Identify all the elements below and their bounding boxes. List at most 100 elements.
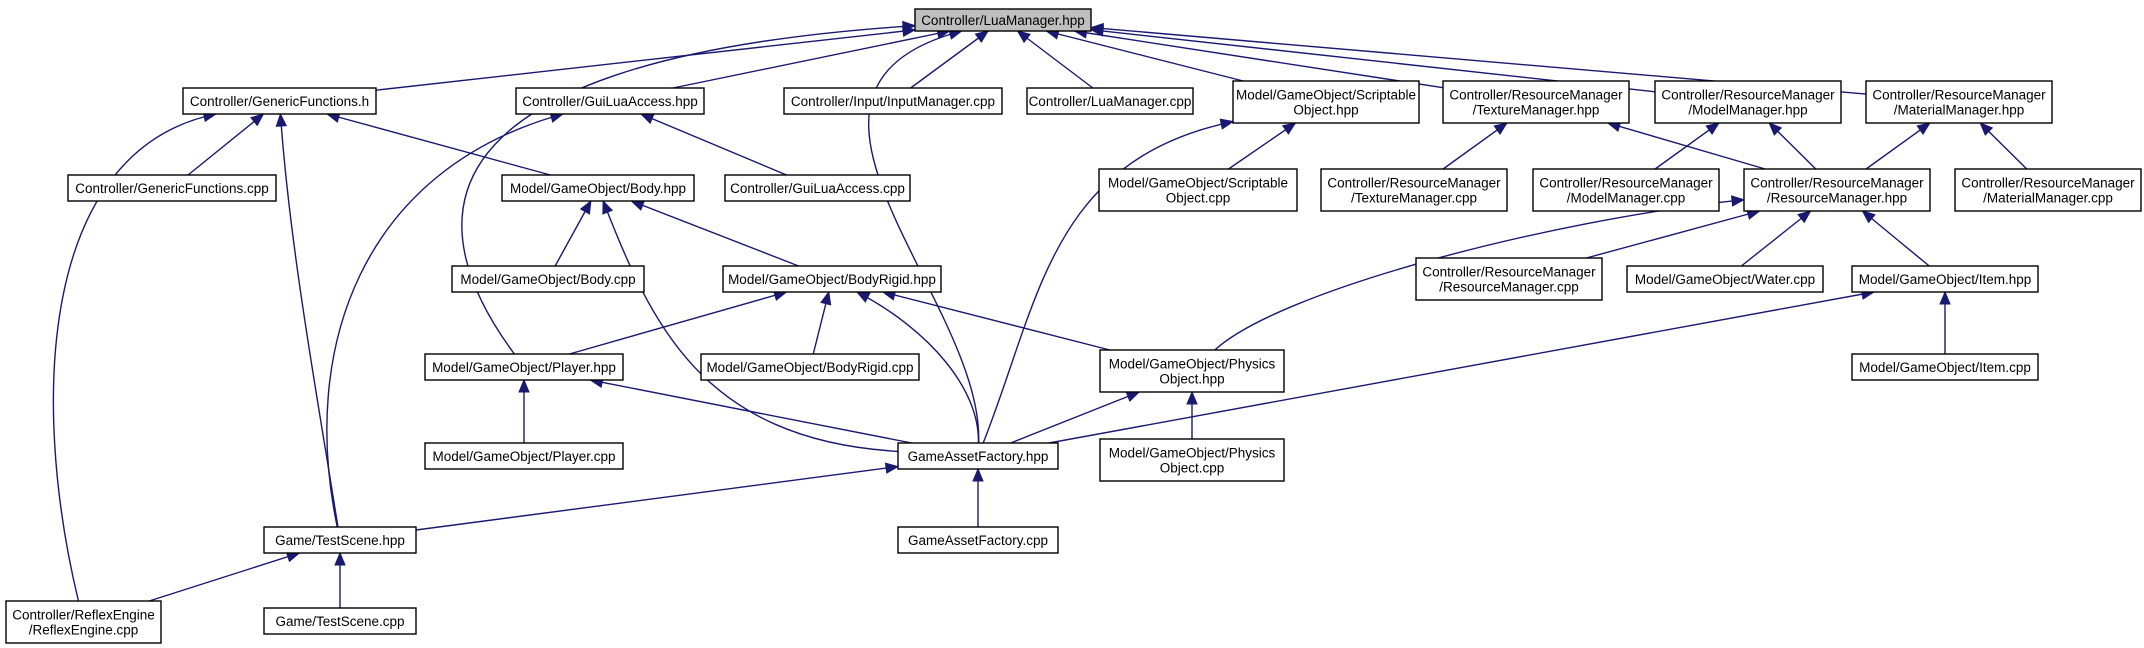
node-lua-hpp[interactable]: Controller/LuaManager.hpp <box>914 8 1092 32</box>
node-factory-hpp[interactable]: GameAssetFactory.hpp <box>897 442 1059 470</box>
node-resource-hpp[interactable]: Controller/ResourceManager/ResourceManag… <box>1743 168 1931 212</box>
arrowhead-texture_cpp-to-texture_hpp <box>1493 122 1508 135</box>
node-label: /ModelManager.hpp <box>1688 103 1807 118</box>
edge-resource_cpp-to-resource_hpp <box>1586 210 1760 259</box>
node-box <box>1532 168 1720 212</box>
node-label: Controller/ResourceManager <box>1961 176 2135 191</box>
arrowhead-water_cpp-to-resource_hpp <box>1797 210 1812 224</box>
node-box <box>263 526 417 554</box>
arrowhead-material_cpp-to-material_hpp <box>1979 122 1994 136</box>
node-factory-cpp[interactable]: GameAssetFactory.cpp <box>897 526 1059 554</box>
node-item-hpp[interactable]: Model/GameObject/Item.hpp <box>1851 265 2039 293</box>
node-label: Controller/GuiLuaAccess.cpp <box>730 181 905 196</box>
node-testscene-hpp[interactable]: Game/TestScene.hpp <box>263 526 417 554</box>
node-label: Model/GameObject/Physics <box>1109 446 1276 461</box>
node-player-hpp[interactable]: Model/GameObject/Player.hpp <box>424 353 624 381</box>
node-resource-cpp[interactable]: Controller/ResourceManager/ResourceManag… <box>1415 257 1603 301</box>
edge-factory_hpp-to-body_hpp <box>602 200 899 453</box>
arrowhead-bodyrigid_hpp-to-body_hpp <box>630 200 646 211</box>
node-bodyrigid-cpp[interactable]: Model/GameObject/BodyRigid.cpp <box>700 353 920 381</box>
node-box <box>182 87 377 115</box>
node-generic-h[interactable]: Controller/GenericFunctions.h <box>182 87 377 115</box>
node-box <box>1098 168 1298 212</box>
edge-generic_cpp-to-generic_h <box>187 113 264 176</box>
node-body-cpp[interactable]: Model/GameObject/Body.cpp <box>451 265 645 293</box>
node-label: Model/GameObject/Scriptable <box>1236 88 1416 103</box>
node-label: /MaterialManager.cpp <box>1983 191 2113 206</box>
node-label: Controller/LuaManager.cpp <box>1029 94 1192 109</box>
arrowhead-model_cpp-to-model_hpp <box>1705 122 1720 135</box>
node-model-hpp[interactable]: Controller/ResourceManager/ModelManager.… <box>1654 80 1842 124</box>
node-box <box>1026 87 1194 115</box>
node-label: Controller/ResourceManager <box>1661 88 1835 103</box>
node-box <box>1865 80 2053 124</box>
node-label: Model/GameObject/BodyRigid.cpp <box>706 360 913 375</box>
edge-item_hpp-to-resource_hpp <box>1862 210 1930 267</box>
arrowhead-physics_hpp-to-resource_hpp <box>1730 195 1746 207</box>
node-gui-hpp[interactable]: Controller/GuiLuaAccess.hpp <box>515 87 705 115</box>
arrowhead-input_cpp-to-lua_hpp <box>974 30 990 44</box>
node-box <box>451 265 645 293</box>
node-body-hpp[interactable]: Model/GameObject/Body.hpp <box>501 174 695 202</box>
edge-factory_hpp-to-item_hpp <box>1048 291 1875 444</box>
edge-factory_hpp-to-physics_hpp <box>1010 391 1140 444</box>
arrowhead-factory_hpp-to-scriptable_hpp <box>1219 118 1235 130</box>
node-model-cpp[interactable]: Controller/ResourceManager/ModelManager.… <box>1532 168 1720 212</box>
edge-player_hpp-to-lua_hpp <box>461 24 916 355</box>
node-reflex-cpp[interactable]: Controller/ReflexEngine/ReflexEngine.cpp <box>5 600 162 644</box>
node-label: Model/GameObject/Item.hpp <box>1859 272 2032 287</box>
edge-generic_h-to-lua_hpp <box>375 29 916 91</box>
node-input-cpp[interactable]: Controller/Input/InputManager.cpp <box>783 87 1003 115</box>
node-label: Controller/GenericFunctions.cpp <box>75 181 269 196</box>
node-label: Object.hpp <box>1159 372 1224 387</box>
edge-bodyrigid_hpp-to-body_hpp <box>631 200 799 267</box>
nodes-layer: Controller/LuaManager.hppController/Gene… <box>5 8 2142 644</box>
node-water-cpp[interactable]: Model/GameObject/Water.cpp <box>1626 265 1824 293</box>
node-gui-cpp[interactable]: Controller/GuiLuaAccess.cpp <box>724 174 911 202</box>
node-lua-cpp[interactable]: Controller/LuaManager.cpp <box>1026 87 1194 115</box>
node-material-hpp[interactable]: Controller/ResourceManager/MaterialManag… <box>1865 80 2053 124</box>
node-box <box>1954 168 2142 212</box>
arrowhead-player_hpp-to-lua_hpp <box>902 20 917 33</box>
node-player-cpp[interactable]: Model/GameObject/Player.cpp <box>424 442 624 470</box>
node-label: Model/GameObject/Water.cpp <box>1635 272 1815 287</box>
node-material-cpp[interactable]: Controller/ResourceManager/MaterialManag… <box>1954 168 2142 212</box>
node-bodyrigid-hpp[interactable]: Model/GameObject/BodyRigid.hpp <box>722 265 942 293</box>
edge-testscene_hpp-to-generic_h <box>279 113 339 528</box>
edge-model_cpp-to-model_hpp <box>1654 122 1720 170</box>
edge-texture_cpp-to-texture_hpp <box>1442 122 1508 170</box>
node-box <box>1415 257 1603 301</box>
arrowhead-item_cpp-to-item_hpp <box>1939 290 1951 305</box>
node-box <box>724 174 911 202</box>
arrowhead-item_hpp-to-resource_hpp <box>1861 210 1876 224</box>
node-label: Controller/ResourceManager <box>1327 176 1501 191</box>
arrowhead-physics_cpp-to-physics_hpp <box>1186 390 1198 405</box>
node-label: Model/GameObject/Body.cpp <box>460 272 635 287</box>
arrowhead-testscene_hpp-to-generic_h <box>275 112 288 127</box>
node-box <box>1626 265 1824 293</box>
node-texture-cpp[interactable]: Controller/ResourceManager/TextureManage… <box>1320 168 1508 212</box>
edge-texture_hpp-to-lua_hpp <box>1074 30 1444 89</box>
node-label: Controller/GuiLuaAccess.hpp <box>522 94 698 109</box>
node-testscene-cpp[interactable]: Game/TestScene.cpp <box>263 607 417 635</box>
node-generic-cpp[interactable]: Controller/GenericFunctions.cpp <box>67 174 277 202</box>
node-texture-hpp[interactable]: Controller/ResourceManager/TextureManage… <box>1442 80 1630 124</box>
node-label: /ResourceManager.hpp <box>1767 191 1907 206</box>
edge-reflex_cpp-to-testscene_hpp <box>148 552 300 602</box>
edge-body_hpp-to-generic_h <box>326 113 551 176</box>
arrowhead-generic_cpp-to-generic_h <box>250 113 265 127</box>
node-label: Object.cpp <box>1160 461 1225 476</box>
node-box <box>1851 265 2039 293</box>
arrowhead-factory_hpp-to-physics_hpp <box>1125 391 1141 402</box>
node-box <box>424 442 624 470</box>
node-label: /ModelManager.cpp <box>1567 191 1686 206</box>
node-item-cpp[interactable]: Model/GameObject/Item.cpp <box>1851 353 2039 381</box>
node-box <box>263 607 417 635</box>
edge-water_cpp-to-resource_hpp <box>1740 210 1812 267</box>
edge-testscene_hpp-to-gui_hpp <box>326 113 564 528</box>
